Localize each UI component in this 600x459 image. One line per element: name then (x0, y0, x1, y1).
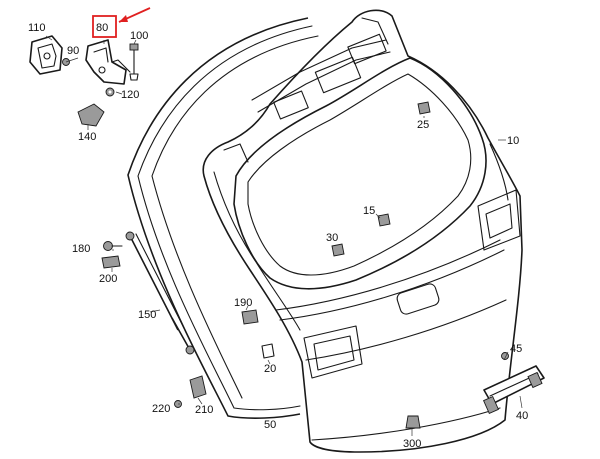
label-210[interactable]: 210 (195, 404, 213, 416)
label-120[interactable]: 120 (121, 89, 139, 101)
label-140[interactable]: 140 (78, 131, 96, 143)
label-90[interactable]: 90 (67, 45, 79, 57)
label-180[interactable]: 180 (72, 243, 90, 255)
bumper-30 (331, 243, 345, 257)
label-15[interactable]: 15 (363, 205, 375, 217)
weatherstrip-seal (127, 17, 319, 419)
part-labels: 80 100 110 90 120 140 25 10 15 30 180 20… (28, 22, 528, 450)
label-150[interactable]: 150 (138, 309, 156, 321)
label-40[interactable]: 40 (516, 410, 528, 422)
leader-lines (45, 35, 523, 436)
highlight-callout (92, 7, 151, 38)
ball-stud-190 (241, 309, 259, 325)
bracket-110 (29, 35, 63, 75)
label-100[interactable]: 100 (130, 30, 148, 42)
liftgate-body (202, 9, 523, 453)
label-45[interactable]: 45 (510, 343, 522, 355)
hinge-assembly (85, 39, 131, 85)
label-110[interactable]: 110 (28, 22, 46, 34)
gas-strut-150 (125, 231, 195, 355)
latch-210 (189, 375, 207, 399)
label-50[interactable]: 50 (264, 419, 276, 431)
clip-140 (77, 103, 105, 127)
bumper-15 (377, 213, 391, 227)
label-200[interactable]: 200 (99, 273, 117, 285)
label-20[interactable]: 20 (264, 363, 276, 375)
label-220[interactable]: 220 (152, 403, 170, 415)
label-300[interactable]: 300 (403, 438, 421, 450)
nut-120 (105, 87, 115, 97)
label-190[interactable]: 190 (234, 297, 252, 309)
label-25[interactable]: 25 (417, 119, 429, 131)
label-30[interactable]: 30 (326, 232, 338, 244)
bumper-25 (417, 101, 431, 115)
bracket-200 (101, 255, 121, 269)
highlight-box (92, 15, 117, 38)
label-80[interactable]: 80 (96, 22, 108, 34)
handle-40 (482, 365, 545, 415)
label-10[interactable]: 10 (507, 135, 519, 147)
ball-stud-180 (103, 241, 123, 251)
bumper-20 (261, 343, 275, 359)
screw-90 (62, 57, 79, 66)
bolt-100 (129, 43, 139, 81)
nut-300 (405, 415, 421, 429)
